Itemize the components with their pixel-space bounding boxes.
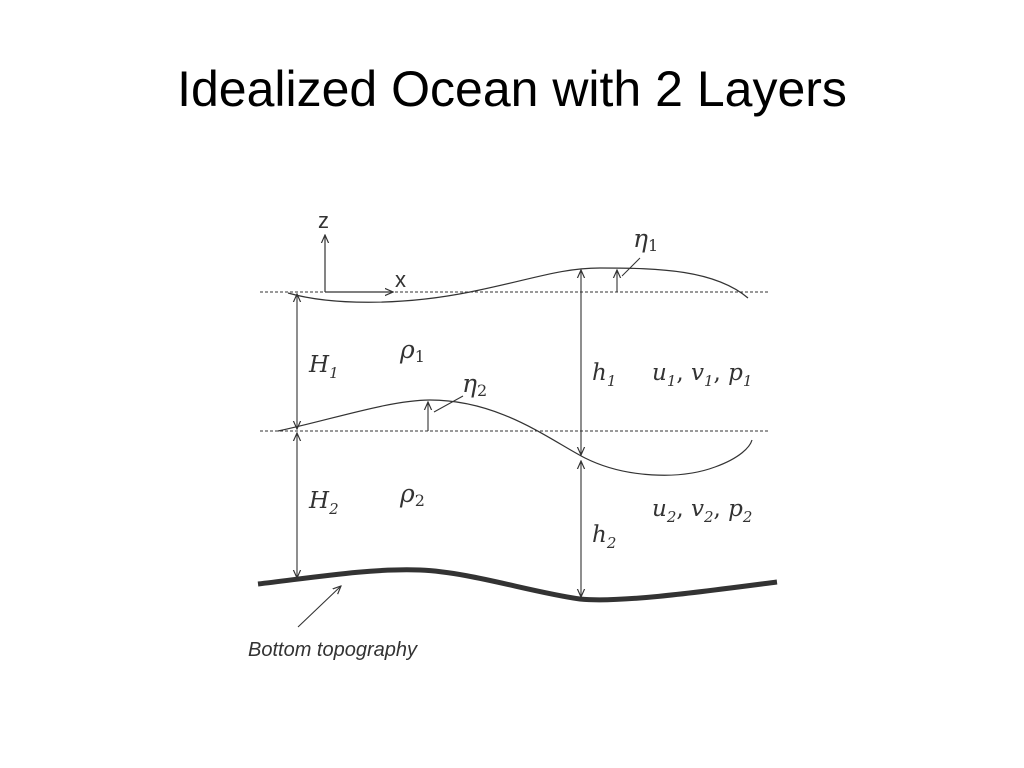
layer-interface-curve [277, 399, 753, 476]
layer2-variables: u2, v2, p2 [652, 496, 752, 526]
z-axis-label: z [318, 208, 329, 233]
bottom-topography-curve [257, 567, 778, 603]
slide-title: Idealized Ocean with 2 Layers [177, 61, 847, 117]
h1-label: h1 [592, 360, 616, 390]
x-axis-label: x [395, 267, 406, 292]
free-surface-curve [287, 267, 749, 303]
bottom-topography-label: Bottom topography [248, 639, 418, 661]
h2-label: h2 [592, 522, 616, 552]
rho2-label: ρ2 [399, 479, 425, 510]
eta1-leader-line [621, 257, 641, 277]
eta2-label: η2 [462, 369, 487, 400]
H2-label: H2 [308, 488, 339, 518]
eta1-label: η1 [633, 224, 658, 255]
H1-label: H1 [308, 352, 339, 382]
bottom-topography-pointer [297, 586, 341, 628]
eta2-leader-line [433, 395, 464, 413]
rho1-label: ρ1 [399, 335, 425, 366]
layer1-variables: u1, v1, p1 [652, 360, 752, 390]
